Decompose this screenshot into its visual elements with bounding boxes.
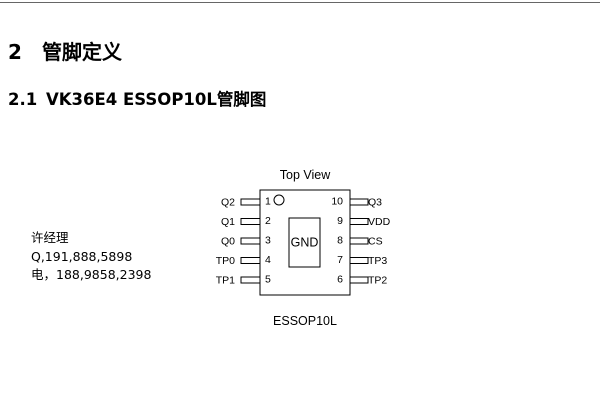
subsection-title: VK36E4 ESSOP10L管脚图 xyxy=(46,90,267,109)
pin1-marker xyxy=(273,194,285,206)
subsection-number: 2.1 xyxy=(8,90,38,109)
right-pin-name: TP2 xyxy=(368,275,387,287)
section-heading: 2 管脚定义 xyxy=(8,36,122,65)
right-pin-number: 6 xyxy=(337,274,343,286)
right-pin-number: 10 xyxy=(331,196,343,208)
package-label: ESSOP10L xyxy=(273,314,337,328)
subsection-heading: 2.1 VK36E4 ESSOP10L管脚图 xyxy=(8,86,266,110)
right-pin-number: 9 xyxy=(337,215,343,227)
right-pin-stub xyxy=(349,237,369,245)
contact-name: 许经理 xyxy=(31,230,69,245)
right-pin-number: 8 xyxy=(337,235,343,247)
right-pin-number: 7 xyxy=(337,254,343,266)
left-pin-name: Q2 xyxy=(221,197,235,209)
top-view-label: Top View xyxy=(280,168,331,182)
right-pin-name: TP3 xyxy=(368,255,387,267)
left-pin-number: 1 xyxy=(265,196,271,208)
left-pin-name: TP0 xyxy=(216,255,235,267)
left-pin-number: 5 xyxy=(265,274,271,286)
right-pin-name: CS xyxy=(368,236,383,248)
gnd-pad xyxy=(288,217,321,268)
left-pin-name: Q1 xyxy=(221,216,235,228)
left-pin-number: 3 xyxy=(265,235,271,247)
left-pin-stub xyxy=(240,257,261,264)
right-pin-stub xyxy=(349,257,369,264)
right-pin-name: VDD xyxy=(368,216,391,228)
right-pin-stub xyxy=(349,218,369,225)
left-pin-stub xyxy=(240,198,261,206)
right-pin-stub xyxy=(349,276,369,284)
left-pin-number: 4 xyxy=(265,254,271,266)
right-pin-stub xyxy=(349,198,369,206)
contact-phone: 电，188,9858,2398 xyxy=(31,267,152,282)
left-pin-stub xyxy=(240,218,261,225)
left-pin-number: 2 xyxy=(265,215,271,227)
top-rule xyxy=(0,2,600,3)
gnd-pad-label: GND xyxy=(291,236,319,250)
contact-block: 许经理 Q,191,888,5898 电，188,9858,2398 xyxy=(31,229,151,285)
section-title: 管脚定义 xyxy=(42,40,122,64)
contact-qq: Q,191,888,5898 xyxy=(31,248,133,264)
section-number: 2 xyxy=(8,40,22,64)
left-pin-stub xyxy=(240,276,261,284)
left-pin-name: TP1 xyxy=(216,275,235,287)
left-pin-stub xyxy=(240,237,261,245)
left-pin-name: Q0 xyxy=(221,236,235,248)
right-pin-name: Q3 xyxy=(368,197,382,209)
